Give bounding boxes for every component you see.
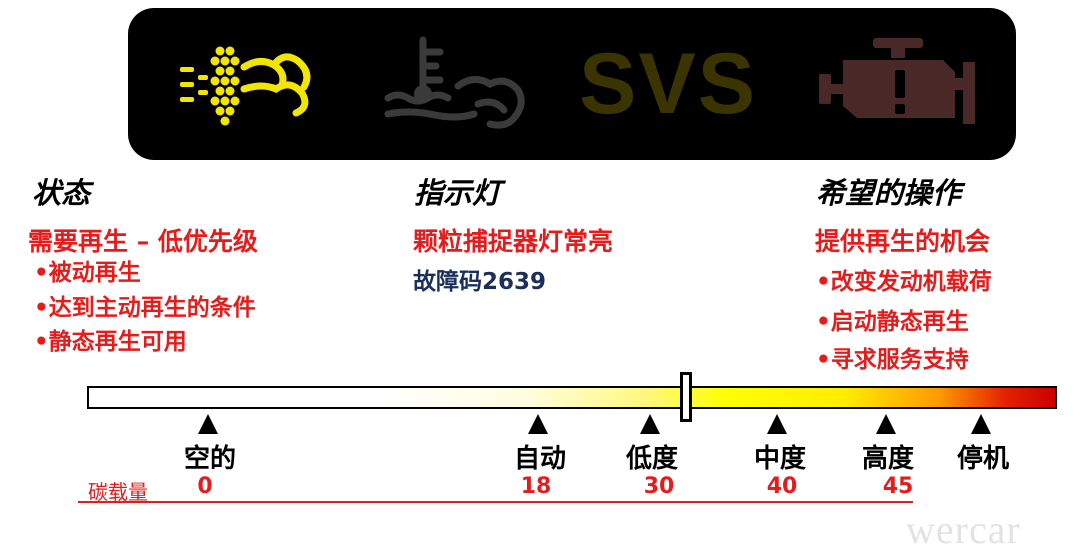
status-bullet-3: •静态再生可用: [34, 329, 187, 355]
indicator-main: 颗粒捕捉器灯常亮: [413, 227, 614, 256]
action-bullet-1: •改变发动机载荷: [816, 269, 992, 295]
svs-text-icon: SVS: [578, 35, 758, 132]
carbon-value-40: 40: [766, 474, 798, 499]
watermark: wercar: [906, 507, 1021, 552]
indicator-panel: SVS: [128, 8, 1016, 160]
fault-code: 故障码2639: [413, 269, 547, 295]
carbon-value-0: 0: [197, 474, 213, 499]
carbon-value-45: 45: [882, 474, 914, 499]
tick-low-triangle: [640, 414, 660, 434]
action-heading: 希望的操作: [816, 176, 962, 210]
tick-label-empty: 空的: [183, 444, 237, 474]
exhaust-temperature-icon: [373, 8, 533, 160]
action-main: 提供再生的机会: [815, 227, 991, 256]
status-bullet-1: •被动再生: [34, 260, 141, 286]
status-bullet-2: •达到主动再生的条件: [34, 295, 256, 321]
status-heading: 状态: [32, 176, 91, 210]
carbon-load-label: 碳载量: [88, 480, 148, 504]
tick-label-auto: 自动: [513, 444, 567, 474]
carbon-value-18: 18: [520, 474, 552, 499]
tick-label-shutdown: 停机: [956, 444, 1010, 474]
status-main: 需要再生 – 低优先级: [28, 227, 258, 256]
tick-shutdown-triangle: [971, 414, 991, 434]
action-bullet-2: •启动静态再生: [816, 309, 969, 335]
tick-label-low: 低度: [625, 444, 679, 474]
tick-medium-triangle: [767, 414, 787, 434]
tick-empty-triangle: [198, 414, 218, 434]
check-engine-icon: [808, 8, 988, 160]
tick-high-triangle: [876, 414, 896, 434]
carbon-value-30: 30: [643, 474, 675, 499]
indicator-heading: 指示灯: [414, 176, 502, 210]
action-bullet-3: •寻求服务支持: [816, 347, 969, 373]
tick-auto-triangle: [528, 414, 548, 434]
particulate-filter-icon: [168, 8, 328, 160]
current-level-marker: [680, 372, 692, 422]
tick-label-medium: 中度: [753, 444, 807, 474]
tick-label-high: 高度: [861, 444, 915, 474]
soot-level-bar: [87, 386, 1057, 409]
carbon-underline: [78, 501, 913, 503]
